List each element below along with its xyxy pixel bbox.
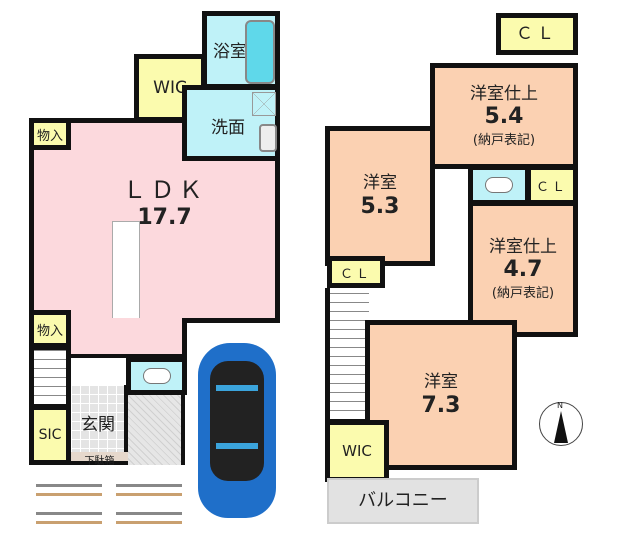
room-a-size: 5.3 xyxy=(360,193,400,219)
room-c-note: (納戸表記) xyxy=(491,286,555,302)
room-b-size: 5.4 xyxy=(484,104,524,130)
room-d-label: 洋室 xyxy=(424,372,458,393)
closet-room-c: ＣＬ xyxy=(526,165,578,205)
room-c: 洋室仕上 4.7 (納戸表記) xyxy=(468,201,578,337)
room-b-note: (納戸表記) xyxy=(472,133,536,149)
room-b-closet-label: ＣＬ xyxy=(516,23,558,44)
storage-top-label: 物入 xyxy=(36,128,63,144)
room-b-label: 洋室仕上 xyxy=(470,83,538,104)
washroom: 洗面 xyxy=(182,85,280,161)
shoe-in-closet: SIC xyxy=(29,405,71,465)
kitchen-island-icon xyxy=(112,221,140,321)
bathroom-label: 浴室 xyxy=(213,42,247,62)
room-a: 洋室 5.3 xyxy=(325,126,435,266)
ldk-lower-area xyxy=(70,318,187,358)
room-b: 洋室仕上 5.4 (納戸表記) xyxy=(430,63,578,169)
closet-room-a: ＣＬ xyxy=(327,256,385,288)
room-c-closet-label: ＣＬ xyxy=(535,179,568,195)
ldk-room: ＬＤＫ 17.7 xyxy=(29,118,280,323)
wall xyxy=(185,318,280,323)
bathroom: 浴室 xyxy=(202,11,280,89)
bicycle-icon xyxy=(116,512,182,524)
ldk-label: ＬＤＫ xyxy=(122,176,207,205)
washroom-label: 洗面 xyxy=(211,118,245,138)
room-d-size: 7.3 xyxy=(421,392,461,418)
stairs-1f xyxy=(29,345,71,409)
room-d: 洋室 7.3 xyxy=(365,320,517,470)
entrance-porch xyxy=(128,395,185,465)
entrance-hall: 玄関 xyxy=(71,385,128,452)
car-icon xyxy=(198,343,276,518)
toilet-2f xyxy=(468,165,530,205)
storage-bottom: 物入 xyxy=(29,310,71,348)
shoe-box: 下駄箱 xyxy=(71,452,128,467)
sink-icon xyxy=(259,124,277,152)
toilet-icon xyxy=(142,368,171,384)
bathtub-icon xyxy=(245,20,275,84)
room-a-label: 洋室 xyxy=(363,173,397,194)
closet-room-b: ＣＬ xyxy=(496,13,578,55)
stairs-2f xyxy=(325,288,369,424)
balcony-label: バルコニー xyxy=(358,490,448,512)
bicycle-icon xyxy=(36,484,102,496)
bicycle-icon xyxy=(36,512,102,524)
wic-label: WIC xyxy=(153,77,187,98)
compass-north: N xyxy=(557,401,563,410)
ldk-size: 17.7 xyxy=(137,204,192,230)
balcony: バルコニー xyxy=(327,478,479,524)
room-c-label: 洋室仕上 xyxy=(489,236,557,257)
sic-label: SIC xyxy=(38,427,62,443)
storage-top: 物入 xyxy=(29,118,71,150)
room-c-size: 4.7 xyxy=(503,257,543,283)
room-a-closet-label: ＣＬ xyxy=(339,266,372,282)
bicycle-icon xyxy=(116,484,182,496)
toilet-icon xyxy=(485,177,513,193)
washer-space-icon xyxy=(252,92,276,116)
toilet-1f xyxy=(126,357,187,395)
shoe-box-label: 下駄箱 xyxy=(84,456,115,467)
compass-icon: N xyxy=(539,401,583,446)
entrance-label: 玄関 xyxy=(81,415,115,435)
wic-2f-label: WIC xyxy=(342,442,372,460)
north-arrow-icon xyxy=(554,411,568,443)
walk-in-closet-2f: WIC xyxy=(325,420,389,482)
storage-bottom-label: 物入 xyxy=(36,323,63,339)
